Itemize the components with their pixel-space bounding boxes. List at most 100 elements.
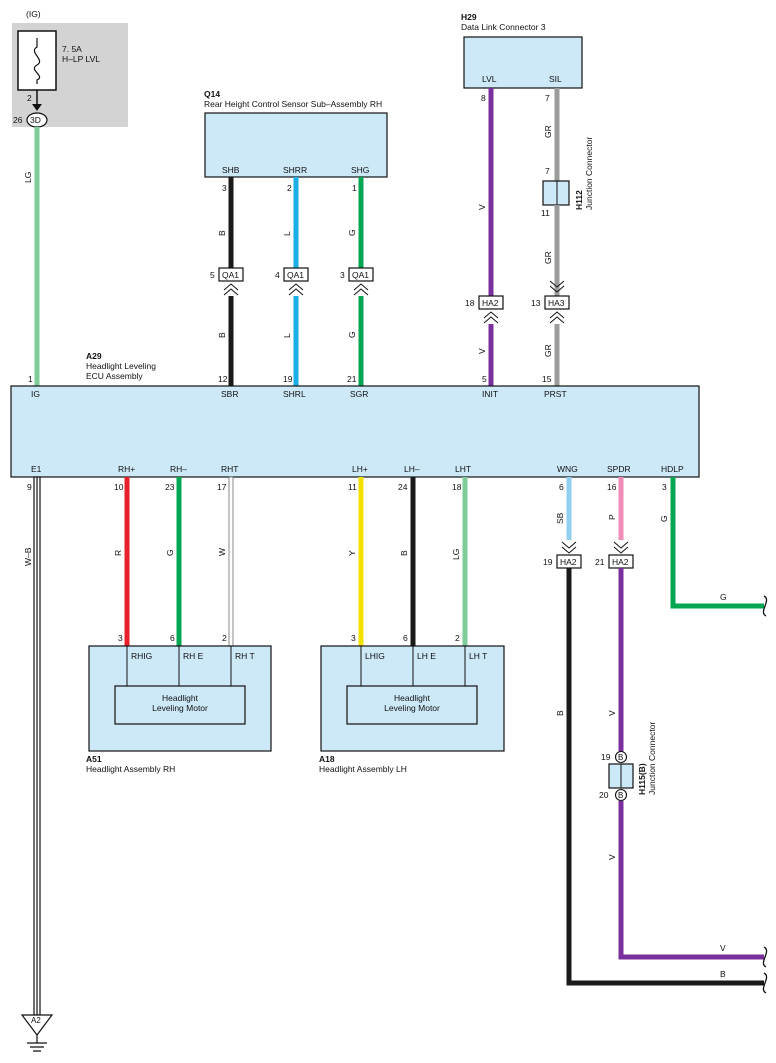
a51-pin-2: 2 [222, 633, 227, 643]
wire-break-icon [762, 595, 768, 617]
ha2-label-wng: HA2 [560, 557, 577, 567]
chevron-up-icon [549, 311, 565, 324]
a29-pin-sgr: 21 [347, 374, 357, 384]
ha3-connector [544, 295, 570, 310]
wire-g-hdlp [670, 477, 764, 609]
h115-mark-top-label: B [618, 753, 623, 762]
a29-ecu-box [10, 385, 700, 478]
a51-term-rhig: RHIG [131, 651, 152, 661]
wire-label-v-top: V [477, 204, 487, 210]
ground-label: A2 [31, 1016, 41, 1025]
a29-pin-lhplus: 11 [348, 482, 357, 492]
qa1-connector-2 [283, 267, 309, 282]
ha2-label-top: HA2 [482, 298, 499, 308]
h112-name: Junction Connector [584, 137, 594, 210]
wire-label-g-out: G [720, 592, 727, 602]
wire-label-v-mid: V [477, 348, 487, 354]
h115-name: Junction Connector [647, 722, 657, 795]
a29-term-lhplus: LH+ [352, 464, 368, 474]
a29-term-ig: IG [31, 389, 40, 399]
h115-mark-bottom [614, 788, 628, 802]
a29-term-lht: LHT [455, 464, 471, 474]
q14-term-shb: SHB [222, 165, 240, 175]
q14-box [204, 112, 388, 178]
wire-label-v-spdr: V [607, 710, 617, 716]
wire-label-y: Y [347, 550, 357, 556]
wire-label-g-mid: G [347, 331, 357, 338]
wire-v-spdr-bottom [618, 801, 764, 960]
ha2-pin-spdr: 21 [595, 557, 605, 567]
connector-3d-label: 3D [30, 115, 41, 125]
qa1-connector-3 [348, 267, 374, 282]
a18-code: A18 [319, 754, 335, 764]
chevron-up-icon [483, 311, 499, 324]
a51-term-rht: RH T [235, 651, 255, 661]
ha2-connector-top [478, 295, 504, 310]
a18-motor-line1: Headlight [394, 693, 431, 703]
wire-label-gr-bot: GR [543, 344, 553, 357]
a29-term-rhplus: RH+ [118, 464, 135, 474]
a29-term-sgr: SGR [350, 389, 368, 399]
ha3-pin: 13 [531, 298, 541, 308]
a29-name-line2: ECU Assembly [86, 371, 143, 381]
chevron-up-icon [223, 283, 239, 296]
a29-pin-e1: 9 [27, 482, 32, 492]
a51-motor-line2: Leveling Motor [152, 703, 208, 713]
q14-pin-3: 3 [222, 183, 227, 193]
a18-motor-box [346, 685, 478, 725]
wire-label-v-spdr2: V [607, 854, 617, 860]
a51-pin-6: 6 [170, 633, 175, 643]
wire-label-w: W [217, 548, 227, 556]
h115-pin-bottom: 20 [599, 790, 609, 800]
ha2-pin-wng: 19 [543, 557, 553, 567]
wire-label-b-top: B [217, 230, 227, 236]
h29-pin-8: 8 [481, 93, 486, 103]
a29-pin-lht: 18 [452, 482, 462, 492]
h115-mark-bottom-label: B [618, 791, 623, 800]
chevron-down-icon [613, 541, 629, 554]
chevron-up-icon [288, 283, 304, 296]
wire-label-b-wng: B [555, 710, 565, 716]
a29-pin-wng: 6 [559, 482, 564, 492]
fuse-pin-top: 2 [27, 93, 32, 103]
a18-pin-2: 2 [455, 633, 460, 643]
h29-name: Data Link Connector 3 [461, 22, 546, 32]
a51-motor-box [114, 685, 246, 725]
a18-motor-line2: Leveling Motor [384, 703, 440, 713]
ig-label: (IG) [26, 9, 41, 19]
a51-pin-3: 3 [118, 633, 123, 643]
a29-term-e1: E1 [31, 464, 42, 474]
a29-term-sbr: SBR [221, 389, 238, 399]
a29-code: A29 [86, 351, 102, 361]
a29-term-spdr: SPDR [607, 464, 631, 474]
a29-pin-shrl: 19 [283, 374, 293, 384]
a18-term-lhe: LH E [417, 651, 436, 661]
a29-pin-prst: 15 [542, 374, 552, 384]
wire-break-icon [762, 972, 768, 994]
h112-code: H112 [574, 190, 584, 210]
a29-pin-hdlp: 3 [662, 482, 667, 492]
h29-term-lvl: LVL [482, 74, 497, 84]
fuse-pin-left: 26 [13, 115, 23, 125]
qa1-pin-2: 4 [275, 270, 280, 280]
a51-motor-line1: Headlight [162, 693, 199, 703]
a29-pin-ig: 1 [28, 374, 33, 384]
a18-pin-3: 3 [351, 633, 356, 643]
wire-break-icon [762, 946, 768, 968]
wire-label-gr-mid: GR [543, 251, 553, 264]
a29-term-hdlp: HDLP [661, 464, 684, 474]
q14-name: Rear Height Control Sensor Sub–Assembly … [204, 99, 382, 109]
q14-term-shrr: SHRR [283, 165, 307, 175]
h115-pin-top: 19 [601, 752, 611, 762]
a51-name: Headlight Assembly RH [86, 764, 175, 774]
qa1-pin-1: 5 [210, 270, 215, 280]
wire-label-lg-lh: LG [451, 549, 461, 560]
wire-label-sb: SB [555, 512, 565, 524]
wire-label-b-mid: B [217, 332, 227, 338]
ha3-label: HA3 [548, 298, 565, 308]
wire-label-r: R [113, 550, 123, 556]
ground-icon [27, 1042, 47, 1052]
a18-term-lhig: LHIG [365, 651, 385, 661]
wire-label-b-lh: B [399, 550, 409, 556]
